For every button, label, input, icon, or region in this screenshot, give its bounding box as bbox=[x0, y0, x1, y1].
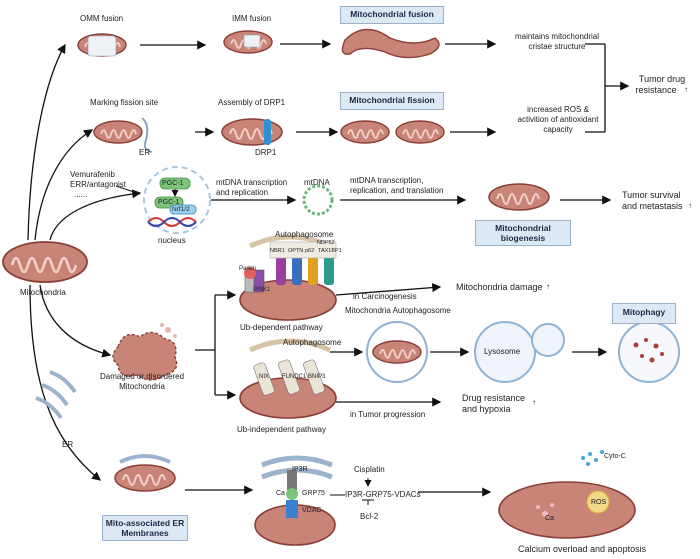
drp1-label: DRP1 bbox=[255, 148, 277, 157]
er-label-mam: ER bbox=[62, 440, 74, 449]
cisplatin-label: Cisplatin bbox=[354, 465, 385, 474]
tumor-survival-up-arrow: ↑ bbox=[688, 201, 692, 210]
tumor-survival-label-2: and metastasis bbox=[622, 201, 683, 211]
bcl2-label: Bcl-2 bbox=[360, 512, 379, 521]
biogenesis-label-2: biogenesis bbox=[500, 233, 546, 243]
drug-resistance-up-arrow: ↑ bbox=[532, 398, 536, 407]
mam-box: Mito-associated ER Membranes bbox=[102, 515, 188, 541]
fundc1-label: FUNDC1 bbox=[282, 374, 307, 380]
vemurafenib-label: Vemurafenib bbox=[70, 170, 115, 179]
ub-dependent-label: Ub-dependent pathway bbox=[240, 323, 323, 332]
autophagosome-label-1: Autophagosome bbox=[275, 230, 334, 239]
mtdna-replication-label-2: replication, and translation bbox=[350, 186, 444, 195]
imm-fusion-label: IMM fusion bbox=[232, 14, 272, 23]
autophagosome-label-2: Autophagosome bbox=[283, 338, 342, 347]
nrf-label: Nrf1/2 bbox=[172, 206, 190, 213]
mtdna-transcription-label-2: and replication bbox=[216, 188, 269, 197]
ros-label-2: activition of antioxidant bbox=[517, 115, 599, 124]
biogenesis-label-1: Mitochondrial bbox=[495, 223, 551, 233]
ca2-label: Ca bbox=[545, 515, 554, 522]
grp75-label: GRP75 bbox=[302, 490, 325, 497]
mitochondrial-fission-box: Mitochondrial fission bbox=[340, 92, 444, 110]
ros-label-1: increased ROS & bbox=[527, 105, 589, 114]
in-carcinogenesis-label: in Carcinogenesis bbox=[353, 292, 417, 301]
marking-fission-label: Marking fission site bbox=[90, 98, 159, 107]
ros-label-3: capacity bbox=[543, 125, 573, 134]
ca-label: Ca bbox=[276, 490, 285, 497]
mitochondria-label: Mitochondria bbox=[20, 288, 66, 297]
mtdna-label: mtDNA bbox=[304, 178, 330, 187]
mam-label-1: Mito-associated ER bbox=[105, 518, 185, 528]
main-mitochondrion-shape bbox=[2, 241, 88, 283]
p62-label: p62 bbox=[305, 248, 315, 254]
ip3r-grp75-vdacs-label: IP3R-GRP75-VDACs bbox=[345, 490, 421, 499]
tumor-drug-up-arrow: ↑ bbox=[684, 85, 688, 94]
ellipsis-label: ...... bbox=[74, 190, 88, 199]
optn-label: OPTN bbox=[288, 248, 304, 254]
tax1bp1-label: TAX1BP1 bbox=[318, 248, 342, 254]
vdac-label: VDAC bbox=[302, 507, 322, 514]
mitochondrial-biogenesis-box: Mitochondrial biogenesis bbox=[475, 220, 571, 246]
damaged-label-1: Damaged or disordered bbox=[99, 372, 185, 381]
pink1-label: PINK1 bbox=[253, 287, 271, 293]
mitochondria-damage-up-arrow: ↑ bbox=[546, 282, 550, 291]
drug-resistance-label-1: Drug resistance bbox=[462, 393, 526, 403]
nbr1-label: NBR1 bbox=[270, 248, 285, 254]
ub-independent-label: Ub-independent pathway bbox=[237, 425, 326, 434]
ndp52-label: NDP52 bbox=[317, 240, 335, 246]
omm-fusion-label: OMM fusion bbox=[80, 14, 124, 23]
drug-resistance-label-2: and hypoxia bbox=[462, 404, 511, 414]
err-antagonist-label: ERR/antagonist bbox=[70, 180, 127, 189]
tumor-survival-label-1: Tumor survival bbox=[622, 190, 681, 200]
pgc1b-label: PGC-1 bbox=[158, 199, 180, 206]
tumor-drug-label-2: resistance bbox=[635, 85, 677, 95]
mtdna-replication-label-1: mtDNA transcription, bbox=[350, 176, 424, 185]
parkin-label: Parkin bbox=[239, 266, 257, 272]
er-label-fission: ER bbox=[139, 148, 151, 157]
pgc1-label: PGC-1 bbox=[162, 180, 184, 187]
damaged-label-2: Mitochondria bbox=[119, 382, 165, 391]
mitochondria-autophagosome-label: Mitochondria Autophagosome bbox=[345, 306, 451, 315]
assembly-drp1-label: Assembly of DRP1 bbox=[218, 98, 286, 107]
mtdna-transcription-label-1: mtDNA transcription bbox=[216, 178, 288, 187]
in-tumor-progression-label: in Tumor progression bbox=[350, 410, 426, 419]
tumor-drug-label-1: Tumor drug bbox=[638, 74, 686, 84]
cristae-label-2: cristae structure bbox=[528, 42, 586, 51]
ros-small-label: ROS bbox=[591, 499, 607, 506]
cyto-c-label: Cyto-C bbox=[604, 453, 626, 460]
mam-label-2: Membranes bbox=[121, 528, 169, 538]
cristae-label-1: maintains mitochondrial bbox=[514, 32, 600, 41]
nucleus-label: nucleus bbox=[158, 236, 186, 245]
mitochondrial-fusion-box: Mitochondrial fusion bbox=[340, 6, 444, 24]
bnip3-label: BNIP3 bbox=[308, 374, 326, 380]
calcium-apoptosis-label: Calcium overload and apoptosis bbox=[518, 544, 647, 554]
mitophagy-box: Mitophagy bbox=[612, 303, 676, 324]
ip3r-label: IP3R bbox=[292, 466, 308, 473]
lysosome-label: Lysosome bbox=[484, 347, 521, 356]
nix-label: NIX bbox=[259, 374, 270, 380]
mitochondria-damage-label: Mitochondria damage bbox=[456, 282, 543, 292]
